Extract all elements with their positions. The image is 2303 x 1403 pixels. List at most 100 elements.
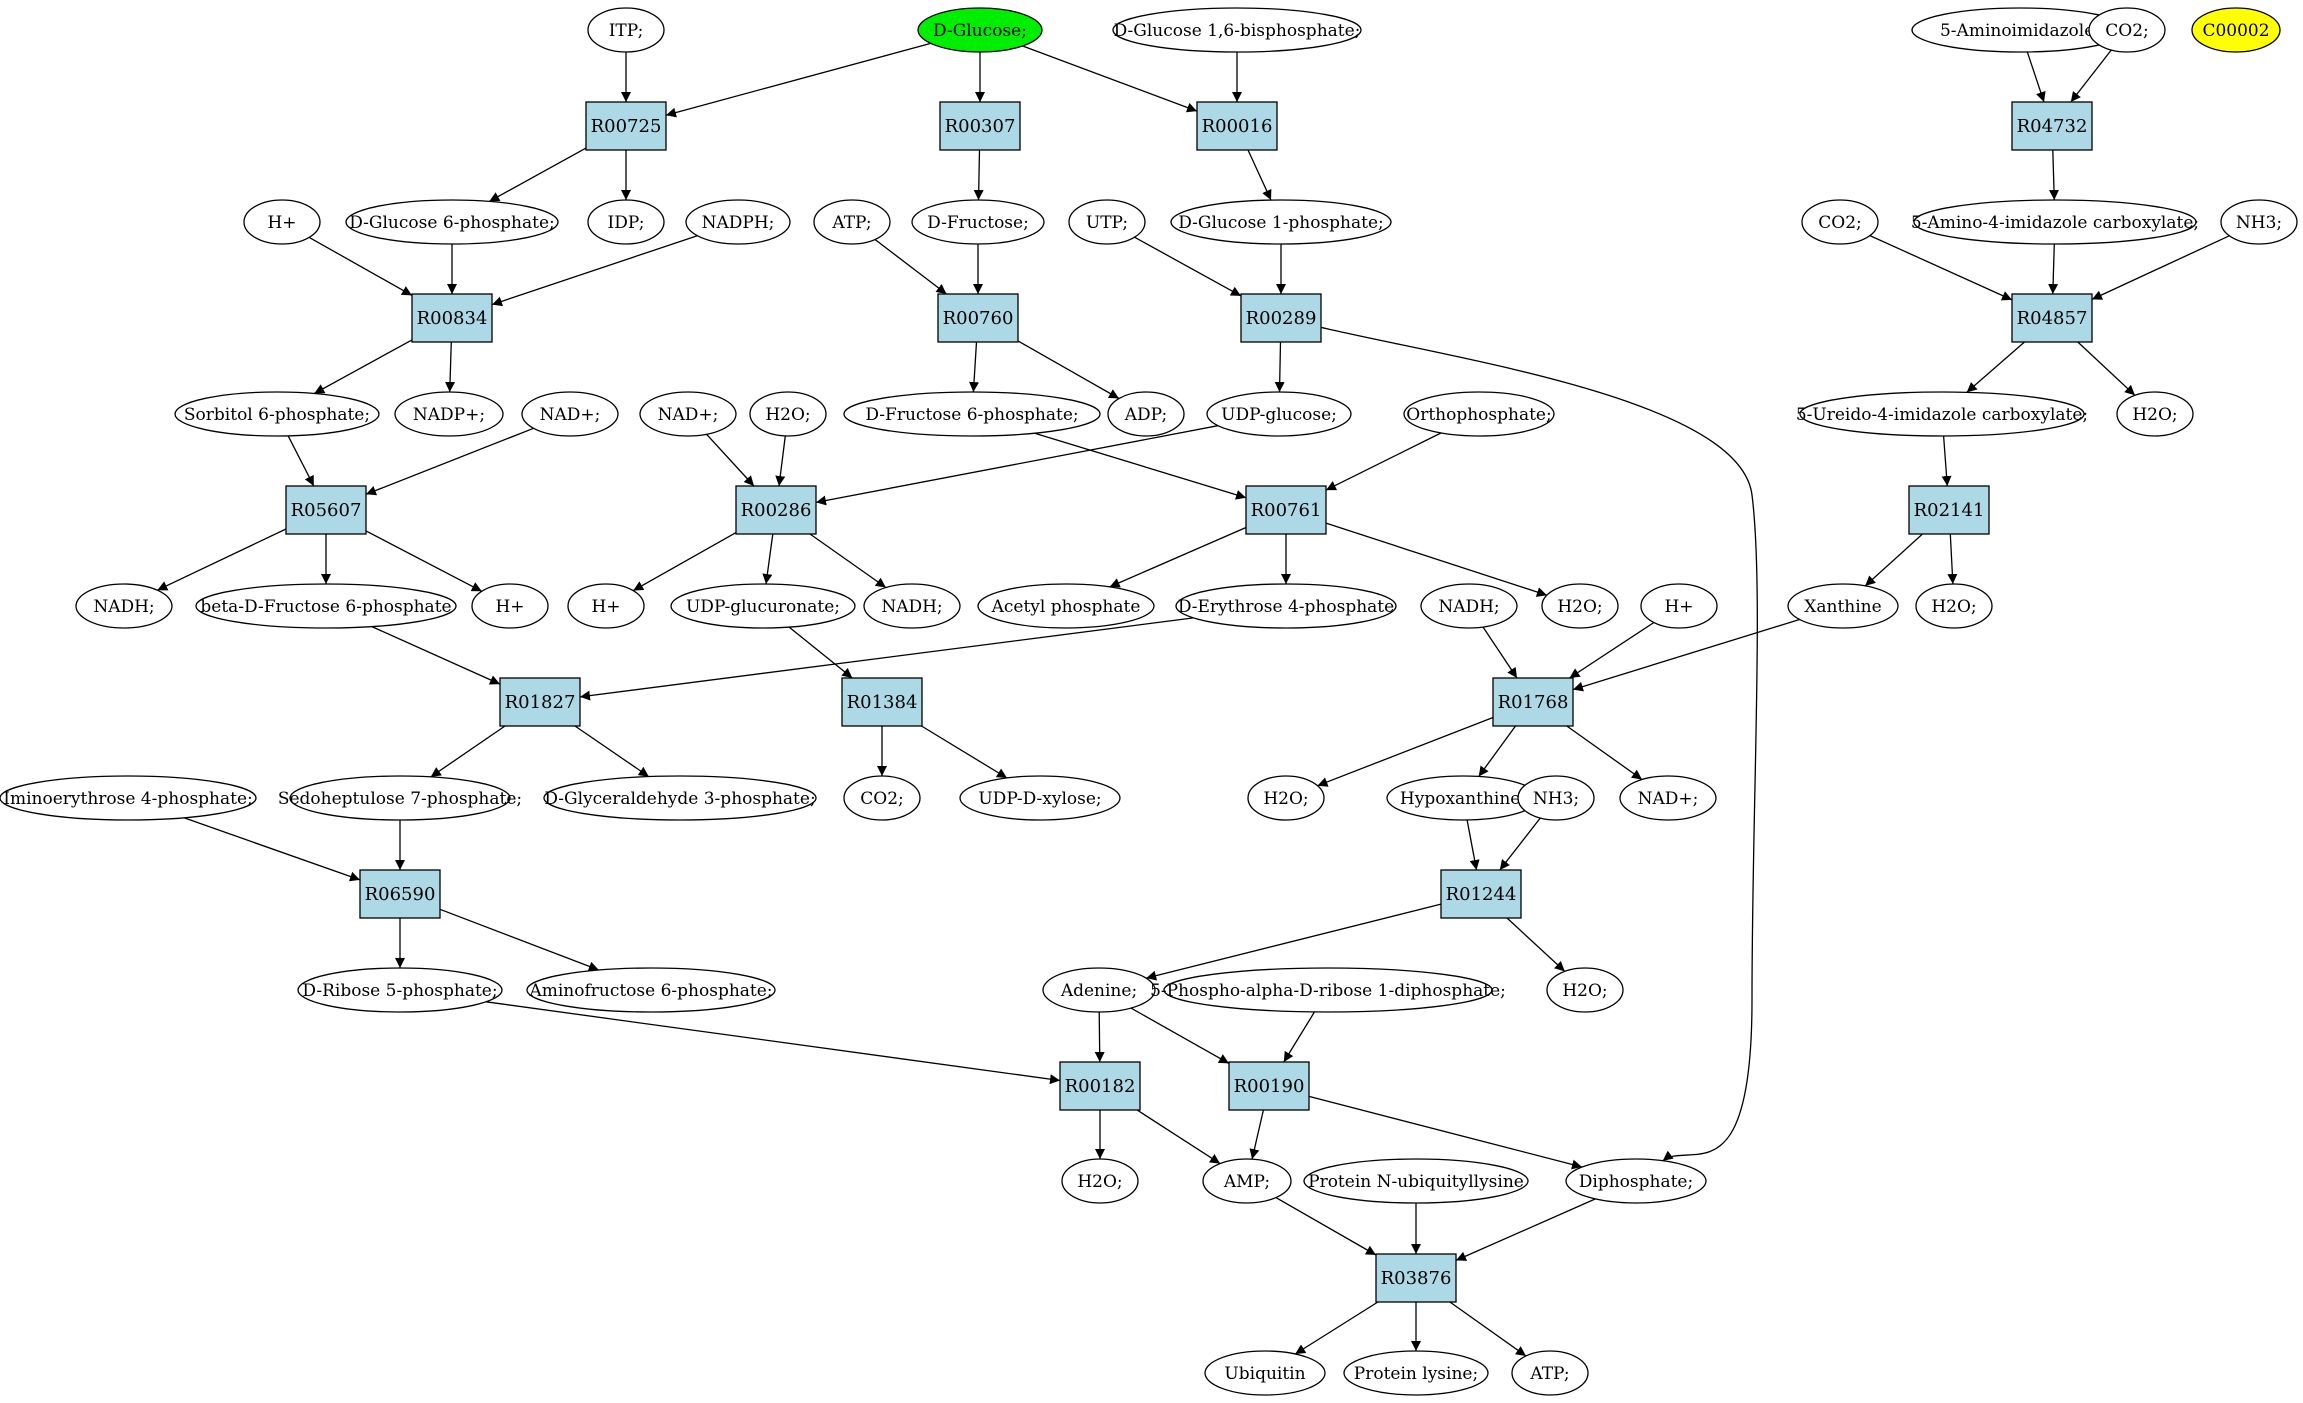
compound-ellipse	[1420, 583, 1518, 629]
compound-node-aminofructose6p[interactable]: Aminofructose 6-phosphate;	[526, 967, 776, 1013]
compound-node-co2_c[interactable]: CO2;	[843, 775, 921, 821]
compound-node-ubiquitin[interactable]: Ubiquitin	[1204, 1350, 1326, 1396]
edge-R04732-to-aic	[2049, 149, 2059, 201]
compound-node-h_d[interactable]: H+	[1640, 583, 1718, 629]
compound-node-proteinlysine[interactable]: Protein lysine;	[1343, 1350, 1489, 1396]
reaction-node-r06590[interactable]: R06590	[359, 869, 441, 919]
compound-node-h_c[interactable]: H+	[567, 583, 645, 629]
compound-node-s7p[interactable]: Sedoheptulose 7-phosphate;	[278, 775, 522, 821]
compound-node-c00002[interactable]: C00002	[2191, 7, 2281, 53]
compound-node-udpxylose[interactable]: UDP-D-xylose;	[959, 775, 1121, 821]
compound-node-f6p[interactable]: D-Fructose 6-phosphate;	[843, 391, 1101, 437]
compound-node-h2o_c[interactable]: H2O;	[1541, 583, 1619, 629]
compound-node-prpp[interactable]: 5-Phospho-alpha-D-ribose 1-diphosphate;	[1150, 967, 1506, 1013]
compound-ellipse	[1206, 391, 1352, 437]
edge-f6p-to-R00761	[1034, 432, 1247, 500]
compound-node-co2_b[interactable]: CO2;	[1801, 199, 1879, 245]
compound-node-nadph[interactable]: NADPH;	[685, 199, 791, 245]
compound-node-fructose[interactable]: D-Fructose;	[911, 199, 1045, 245]
reaction-node-r01827[interactable]: R01827	[499, 677, 581, 727]
compound-node-nadh_c[interactable]: NADH;	[1420, 583, 1518, 629]
compound-node-g3p[interactable]: D-Glyceraldehyde 3-phosphate;	[543, 775, 817, 821]
reaction-node-r04857[interactable]: R04857	[2011, 293, 2093, 343]
compound-label: CO2;	[1818, 213, 1862, 233]
compound-node-h2o_a[interactable]: H2O;	[749, 391, 827, 437]
reaction-node-r00286[interactable]: R00286	[735, 485, 817, 535]
compound-node-nh3_b[interactable]: NH3;	[1517, 775, 1595, 821]
reaction-node-r00761[interactable]: R00761	[1245, 485, 1327, 535]
reaction-node-r01384[interactable]: R01384	[841, 677, 923, 727]
edge-R00286-to-h_c	[632, 532, 737, 592]
edges-layer	[157, 42, 2230, 1357]
reaction-node-r00016[interactable]: R00016	[1196, 101, 1278, 151]
reaction-node-r00725[interactable]: R00725	[585, 101, 667, 151]
compound-node-xanthine[interactable]: Xanthine	[1787, 583, 1899, 629]
reaction-node-r00834[interactable]: R00834	[411, 293, 493, 343]
edge-R01244-to-adenine	[1146, 903, 1442, 981]
compound-node-g1p[interactable]: D-Glucose 1-phosphate;	[1170, 199, 1392, 245]
compound-node-adp[interactable]: ADP;	[1107, 391, 1185, 437]
compound-node-bdf6p[interactable]: beta-D-Fructose 6-phosphate	[195, 583, 457, 629]
compound-node-e4p[interactable]: D-Erythrose 4-phosphate	[1175, 583, 1397, 629]
compound-node-diphosphate[interactable]: Diphosphate;	[1565, 1158, 1707, 1204]
compound-node-nadh_a[interactable]: NADH;	[75, 583, 173, 629]
compound-node-h2o_d[interactable]: H2O;	[1915, 583, 1993, 629]
compound-node-h2o_g[interactable]: H2O;	[1061, 1158, 1139, 1204]
reaction-node-r00190[interactable]: R00190	[1228, 1061, 1310, 1111]
reaction-node-r03876[interactable]: R03876	[1375, 1253, 1457, 1303]
compound-node-h_a[interactable]: H+	[243, 199, 321, 245]
compound-ellipse	[1801, 199, 1879, 245]
compound-node-utp[interactable]: UTP;	[1068, 199, 1146, 245]
compound-node-nadh_b[interactable]: NADH;	[863, 583, 961, 629]
reaction-node-r02141[interactable]: R02141	[1908, 485, 1990, 535]
compound-node-co2_a[interactable]: CO2;	[2088, 7, 2166, 53]
compound-node-h2o_e[interactable]: H2O;	[1247, 775, 1325, 821]
compound-node-atp_a[interactable]: ATP;	[813, 199, 891, 245]
compound-node-idp[interactable]: IDP;	[587, 199, 665, 245]
compound-node-udpglucuronate[interactable]: UDP-glucuronate;	[670, 583, 856, 629]
edge-udpglucuronate-to-R01384	[788, 626, 853, 679]
edge-co2_b-to-R04857	[1869, 235, 2013, 301]
compound-ellipse	[1403, 391, 1555, 437]
compound-node-acetylp[interactable]: Acetyl phosphate	[977, 583, 1155, 629]
compound-node-adenine[interactable]: Adenine;	[1042, 967, 1156, 1013]
reaction-node-r00289[interactable]: R00289	[1240, 293, 1322, 343]
compound-node-aic[interactable]: 5-Amino-4-imidazole carboxylate;	[1911, 199, 2199, 245]
compound-node-amp[interactable]: AMP;	[1202, 1158, 1292, 1204]
compound-node-nh3_a[interactable]: NH3;	[2220, 199, 2298, 245]
compound-node-sorbitol6p[interactable]: Sorbitol 6-phosphate;	[174, 391, 380, 437]
compound-node-protnubl[interactable]: Protein N-ubiquityllysine	[1303, 1158, 1529, 1204]
reaction-node-r05607[interactable]: R05607	[285, 485, 367, 535]
edge-adenine-to-R00182	[1094, 1011, 1105, 1063]
compound-node-r5p[interactable]: D-Ribose 5-phosphate;	[297, 967, 503, 1013]
compound-node-h2o_f[interactable]: H2O;	[1546, 967, 1624, 1013]
compound-ellipse	[1640, 583, 1718, 629]
compound-node-h2o_b[interactable]: H2O;	[2116, 391, 2194, 437]
compound-node-nad_c[interactable]: NAD+;	[1619, 775, 1717, 821]
compound-ellipse	[1068, 199, 1146, 245]
reaction-node-r04732[interactable]: R04732	[2011, 101, 2093, 151]
compound-ellipse	[843, 391, 1101, 437]
compound-node-aminoimidazole[interactable]: 5-Aminoimidazole;	[1911, 7, 2129, 53]
reaction-node-r01768[interactable]: R01768	[1492, 677, 1574, 727]
compound-node-h_b[interactable]: H+	[471, 583, 549, 629]
reaction-node-r01244[interactable]: R01244	[1440, 869, 1522, 919]
compound-node-atp_b[interactable]: ATP;	[1511, 1350, 1589, 1396]
compound-node-orthophosphate[interactable]: Orthophosphate;	[1403, 391, 1555, 437]
compound-node-nad_a[interactable]: NAD+;	[521, 391, 619, 437]
compound-node-nad_b[interactable]: NAD+;	[639, 391, 737, 437]
compound-node-iminoe4p[interactable]: Iminoerythrose 4-phosphate;	[0, 775, 257, 821]
compound-node-g16bp[interactable]: D-Glucose 1,6-bisphosphate;	[1112, 7, 1362, 53]
compound-node-itp[interactable]: ITP;	[587, 7, 665, 53]
reaction-label: R01768	[1498, 692, 1569, 713]
compound-label: CO2;	[2105, 21, 2149, 41]
compound-node-hypoxanthine[interactable]: Hypoxanthine;	[1386, 775, 1540, 821]
compound-node-g6p[interactable]: D-Glucose 6-phosphate;	[345, 199, 559, 245]
compound-node-glucose[interactable]: D-Glucose;	[917, 7, 1043, 53]
compound-node-udpglucose[interactable]: UDP-glucose;	[1206, 391, 1352, 437]
compound-node-nadp[interactable]: NADP+;	[394, 391, 504, 437]
reaction-node-r00760[interactable]: R00760	[937, 293, 1019, 343]
reaction-node-r00182[interactable]: R00182	[1059, 1061, 1141, 1111]
compound-node-ureido[interactable]: 5-Ureido-4-imidazole carboxylate;	[1796, 391, 2088, 437]
reaction-node-r00307[interactable]: R00307	[939, 101, 1021, 151]
